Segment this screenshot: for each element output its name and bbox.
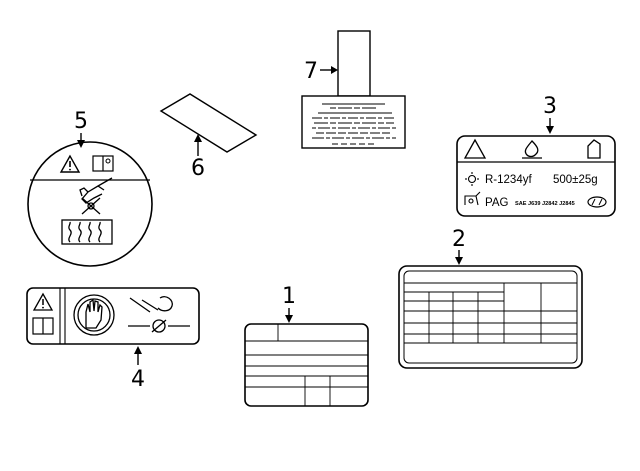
label-6[interactable] — [161, 94, 256, 152]
callout-4: 4 — [131, 346, 145, 392]
svg-text:R-1234yf: R-1234yf — [485, 174, 532, 186]
svg-text:2: 2 — [452, 227, 466, 252]
label-1[interactable] — [245, 324, 368, 406]
callout-6: 6 — [191, 134, 205, 181]
svg-text:7: 7 — [304, 59, 318, 84]
svg-text:6: 6 — [191, 156, 205, 181]
svg-text:3: 3 — [543, 94, 557, 119]
callout-3: 3 — [543, 94, 557, 134]
svg-text:PAG: PAG — [485, 197, 508, 209]
callout-7: 7 — [304, 59, 338, 84]
svg-text:SAE J639 J2842 J2845: SAE J639 J2842 J2845 — [515, 201, 575, 207]
label-4[interactable] — [27, 288, 199, 344]
label-3[interactable]: R-1234yf 500±25g PAG SAE J639 J2842 J284… — [457, 136, 615, 216]
svg-text:500±25g: 500±25g — [553, 174, 598, 186]
svg-text:1: 1 — [282, 284, 296, 309]
callout-1: 1 — [282, 284, 296, 323]
label-5[interactable] — [28, 142, 152, 266]
label-7[interactable] — [302, 31, 405, 148]
callout-2: 2 — [452, 227, 466, 265]
label-2[interactable] — [399, 266, 582, 368]
svg-text:5: 5 — [74, 109, 88, 134]
svg-text:4: 4 — [131, 367, 145, 392]
